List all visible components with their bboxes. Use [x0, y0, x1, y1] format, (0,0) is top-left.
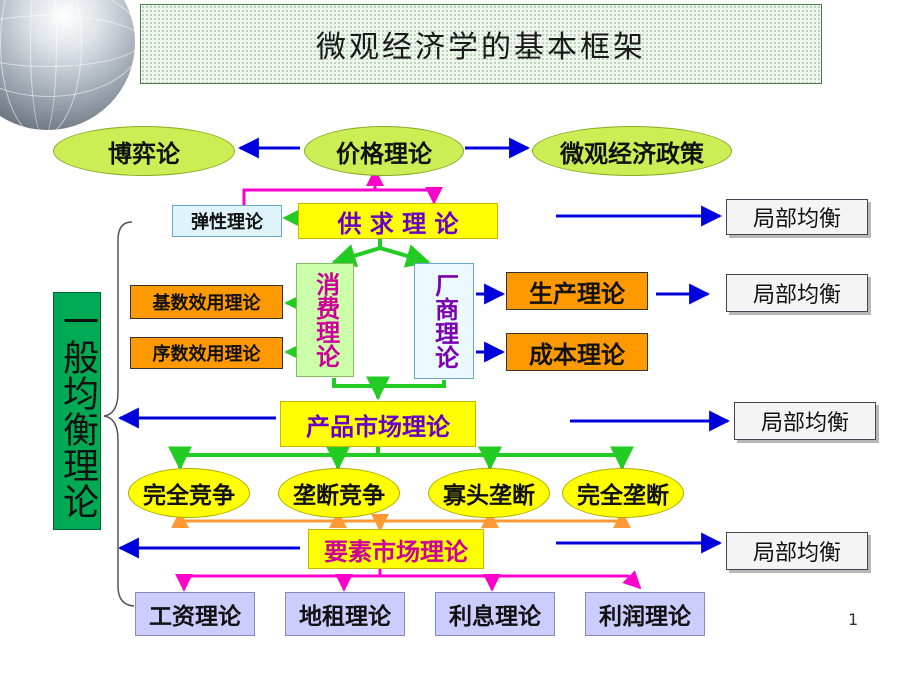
- node-elasticity-theory: 弹性理论: [172, 205, 282, 237]
- node-oligopoly: 寡头垄断: [428, 468, 550, 518]
- page-title: 微观经济学的基本框架: [316, 30, 646, 65]
- node-cost-theory: 成本理论: [506, 333, 648, 371]
- node-factor-market: 要素市场理论: [308, 529, 484, 569]
- node-supply-demand: 供 求 理 论: [298, 203, 498, 239]
- node-price-theory: 价格理论: [304, 126, 464, 176]
- left-brace: [103, 221, 135, 607]
- node-game-theory: 博弈论: [53, 126, 235, 176]
- node-wage-theory: 工资理论: [135, 592, 255, 636]
- node-general-equilibrium: 一般均衡理论: [53, 292, 101, 530]
- magenta-bracket-top: [242, 186, 443, 215]
- node-perfect-monopoly: 完全垄断: [562, 468, 684, 518]
- green-split-left: [331, 237, 382, 268]
- node-partial-equilibrium-1: 局部均衡: [726, 199, 868, 235]
- node-micro-policy: 微观经济政策: [532, 126, 732, 176]
- node-interest-theory: 利息理论: [435, 592, 555, 636]
- page-title-box: 微观经济学的基本框架: [140, 4, 822, 84]
- node-partial-equilibrium-3: 局部均衡: [734, 402, 876, 440]
- page-number: 1: [848, 610, 859, 629]
- node-production-theory: 生产理论: [506, 272, 648, 310]
- node-perfect-competition: 完全竞争: [128, 468, 250, 518]
- node-product-market: 产品市场理论: [280, 401, 476, 447]
- magenta-distribution-bar: [184, 570, 642, 590]
- node-firm-theory: 厂商理论: [414, 263, 474, 379]
- node-profit-theory: 利润理论: [585, 592, 705, 636]
- node-consumer-theory: 消费理论: [296, 263, 354, 377]
- node-ordinal-utility: 序数效用理论: [130, 337, 283, 369]
- node-partial-equilibrium-4: 局部均衡: [726, 532, 868, 570]
- node-cardinal-utility: 基数效用理论: [130, 285, 283, 319]
- node-partial-equilibrium-2: 局部均衡: [726, 274, 868, 312]
- node-rent-theory: 地租理论: [285, 592, 405, 636]
- node-monopolistic-competition: 垄断竞争: [278, 468, 400, 518]
- green-split-right: [379, 244, 431, 268]
- globe-decoration: [0, 0, 135, 130]
- green-merge: [332, 378, 446, 388]
